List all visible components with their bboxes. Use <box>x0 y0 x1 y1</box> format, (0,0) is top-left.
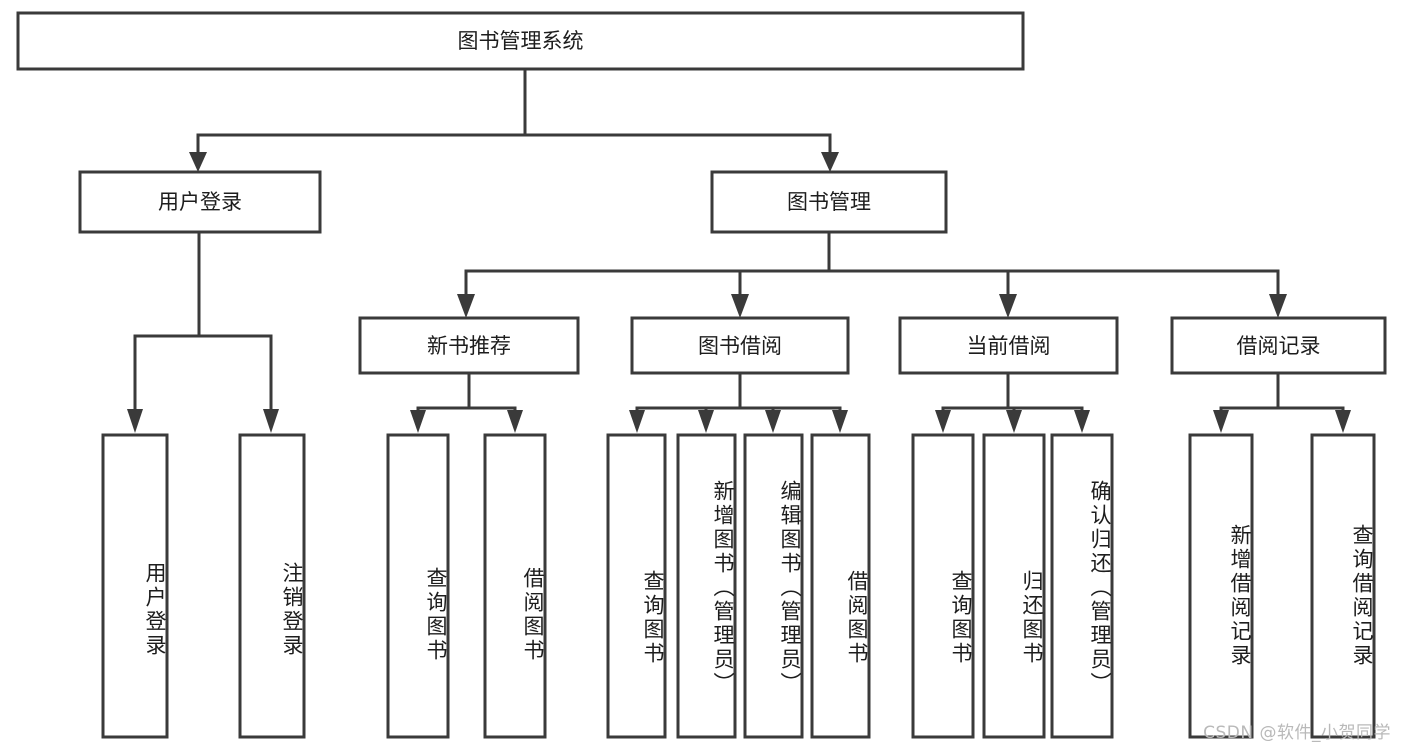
node-box-leaf-logout[interactable] <box>238 433 306 739</box>
node-box-new-book-rec[interactable] <box>358 316 580 375</box>
arrow-head-leaf-add-record <box>1213 410 1229 433</box>
node-box-book-manage[interactable] <box>710 170 948 234</box>
node-box-leaf-add-book[interactable] <box>676 433 737 739</box>
arrow-head-leaf-query-book-3 <box>935 410 951 433</box>
arrow-head-new-book-rec <box>457 294 475 318</box>
node-box-leaf-query-book-1[interactable] <box>386 433 450 739</box>
arrow-head-leaf-borrow-book-2 <box>832 410 848 433</box>
arrow-head-leaf-user-login <box>127 409 143 433</box>
arrow-head-leaf-return-book <box>1006 410 1022 433</box>
node-label-borrow-record: 借阅记录 <box>1237 334 1321 358</box>
arrow-head-borrow-record <box>1269 294 1287 318</box>
connector-layer <box>127 67 1351 433</box>
node-box-current-borrow[interactable] <box>898 316 1119 375</box>
node-label-root: 图书管理系统 <box>458 29 584 53</box>
node-label-book-manage: 图书管理 <box>787 190 871 214</box>
node-layer: 图书管理系统 用户登录 图书管理 新书推荐 图书借阅 当前借阅 借阅记录 <box>16 11 1387 739</box>
node-box-leaf-query-book-2[interactable] <box>606 433 667 739</box>
node-box-leaf-borrow-book-1[interactable] <box>483 433 547 739</box>
arrow-head-leaf-query-book-2 <box>629 410 645 433</box>
arrow-head-book-borrow <box>731 294 749 318</box>
watermark-text: CSDN @软件_小贺同学 <box>1203 723 1391 743</box>
arrow-head-user-login <box>189 152 207 172</box>
arrow-head-book-manage <box>821 152 839 172</box>
node-box-leaf-borrow-book-2[interactable] <box>810 433 871 739</box>
node-box-leaf-query-record[interactable] <box>1310 433 1376 739</box>
node-box-leaf-query-book-3[interactable] <box>911 433 975 739</box>
arrow-head-leaf-query-book-1 <box>410 410 426 433</box>
arrow-head-leaf-query-record <box>1335 410 1351 433</box>
node-box-borrow-record[interactable] <box>1170 316 1387 375</box>
node-box-leaf-user-login[interactable] <box>101 433 169 739</box>
node-label-new-book-rec: 新书推荐 <box>427 334 511 358</box>
node-box-user-login[interactable] <box>78 170 322 234</box>
arrow-head-leaf-add-book <box>698 410 714 433</box>
node-box-leaf-confirm-return[interactable] <box>1050 433 1114 739</box>
node-box-book-borrow[interactable] <box>630 316 850 375</box>
node-box-root[interactable] <box>16 11 1025 71</box>
node-box-leaf-edit-book[interactable] <box>743 433 804 739</box>
arrow-head-leaf-borrow-book-1 <box>507 410 523 433</box>
arrow-head-leaf-confirm-return <box>1074 410 1090 433</box>
node-label-book-borrow: 图书借阅 <box>698 334 782 358</box>
arrow-head-current-borrow <box>999 294 1017 318</box>
node-label-current-borrow: 当前借阅 <box>967 334 1051 358</box>
arrow-head-leaf-logout <box>263 409 279 433</box>
arrow-head-leaf-edit-book <box>765 410 781 433</box>
node-box-leaf-add-record[interactable] <box>1188 433 1254 739</box>
node-label-user-login: 用户登录 <box>158 190 242 214</box>
node-box-leaf-return-book[interactable] <box>982 433 1046 739</box>
